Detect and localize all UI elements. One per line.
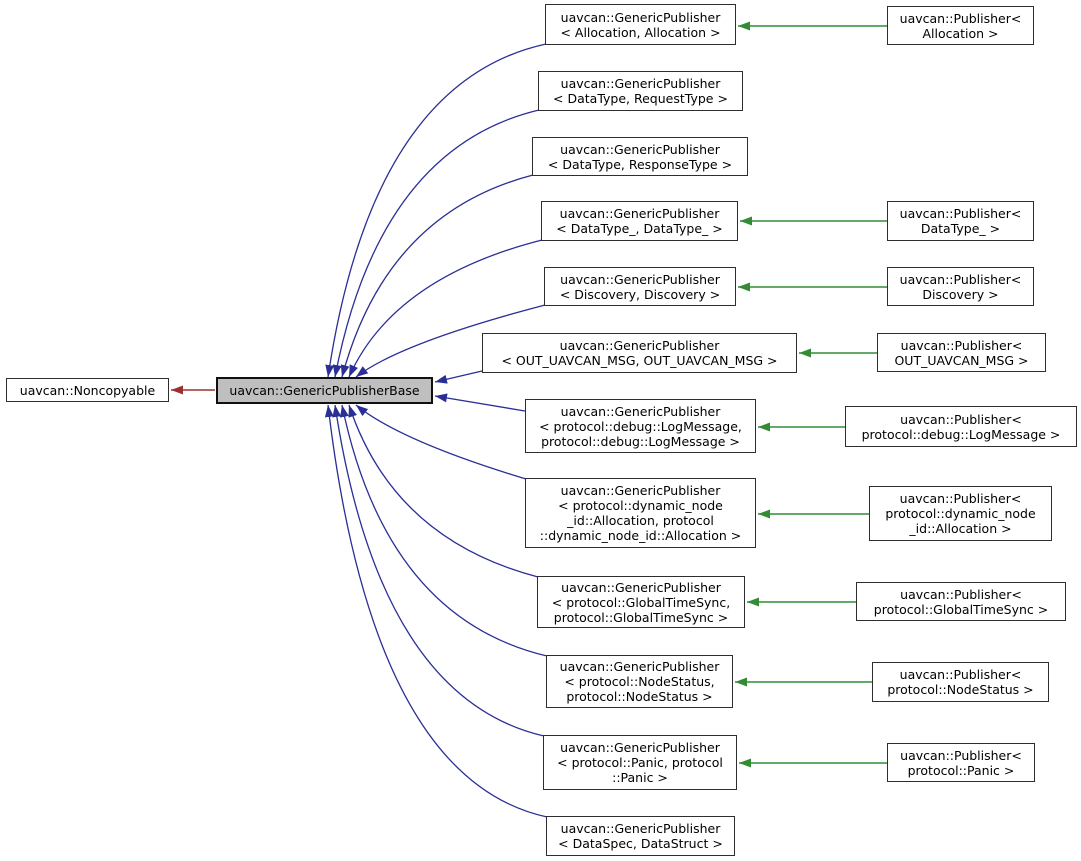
class-node-publisher-datatype_[interactable]: uavcan::Publisher<DataType_ >	[887, 201, 1034, 241]
inheritance-edge	[340, 174, 534, 378]
class-label-line: protocol::NodeStatus >	[566, 689, 713, 704]
class-label-line: < DataSpec, DataStruct >	[558, 836, 723, 851]
class-label-line: uavcan::Publisher<	[899, 491, 1022, 506]
class-node-genericpublisher-datatype-requesttype[interactable]: uavcan::GenericPublisher< DataType, Requ…	[538, 71, 743, 111]
class-node-publisher-logmessage[interactable]: uavcan::Publisher<protocol::debug::LogMe…	[845, 406, 1077, 447]
class-node-genericpublisher-datatype_[interactable]: uavcan::GenericPublisher< DataType_, Dat…	[541, 201, 738, 241]
class-label-line: _id::Allocation, protocol	[567, 513, 714, 528]
inheritance-edge	[348, 404, 539, 578]
class-label-line: uavcan::GenericPublisher	[560, 271, 720, 287]
class-node-genericpublisher-globaltimesync[interactable]: uavcan::GenericPublisher< protocol::Glob…	[537, 576, 745, 628]
class-label-line: Allocation >	[922, 25, 999, 41]
class-label-line: < protocol::Panic, protocol	[557, 755, 723, 770]
class-label-line: uavcan::Publisher<	[899, 206, 1022, 221]
class-label-line: uavcan::GenericPublisher	[560, 141, 720, 157]
inheritance-edge	[340, 404, 548, 657]
class-label-line: < protocol::debug::LogMessage,	[539, 418, 742, 434]
class-label-line: uavcan::Noncopyable	[19, 382, 156, 398]
class-node-publisher-out-uavcan-msg[interactable]: uavcan::Publisher<OUT_UAVCAN_MSG >	[877, 333, 1046, 372]
class-label-line: < DataType, ResponseType >	[547, 156, 733, 172]
class-label-line: uavcan::GenericPublisher	[560, 403, 721, 419]
class-label-line: protocol::debug::LogMessage >	[861, 426, 1061, 442]
class-label-line: < DataType_, DataType_ >	[556, 221, 723, 236]
class-node-noncopyable[interactable]: uavcan::Noncopyable	[6, 378, 169, 402]
class-label-line: OUT_UAVCAN_MSG >	[894, 352, 1029, 368]
class-label-line: < OUT_UAVCAN_MSG, OUT_UAVCAN_MSG >	[501, 353, 778, 368]
inheritance-edge	[348, 239, 543, 378]
class-node-genericpublisher-datatype-responsetype[interactable]: uavcan::GenericPublisher< DataType, Resp…	[532, 137, 748, 176]
class-node-publisher-nodestatus[interactable]: uavcan::Publisher<protocol::NodeStatus >	[872, 662, 1049, 702]
class-node-publisher-allocation[interactable]: uavcan::Publisher<Allocation >	[887, 6, 1034, 45]
class-label-line: uavcan::Publisher<	[899, 271, 1022, 287]
class-label-line: uavcan::GenericPublisherBase	[229, 383, 420, 398]
class-label-line: ::dynamic_node_id::Allocation >	[539, 528, 742, 543]
class-label-line: uavcan::GenericPublisher	[560, 76, 721, 91]
class-label-line: protocol::debug::LogMessage >	[541, 433, 740, 449]
class-label-line: uavcan::GenericPublisher	[560, 740, 720, 755]
class-label-line: < Allocation, Allocation >	[560, 24, 721, 40]
class-node-genericpublisher-discovery[interactable]: uavcan::GenericPublisher< Discovery, Dis…	[544, 267, 736, 306]
class-label-line: Discovery >	[922, 286, 999, 302]
class-label-line: uavcan::GenericPublisher	[559, 338, 720, 353]
class-label-line: uavcan::GenericPublisher	[560, 821, 721, 836]
class-label-line: < protocol::GlobalTimeSync,	[551, 594, 731, 610]
inheritance-edge	[434, 370, 483, 384]
class-label-line: < Discovery, Discovery >	[559, 286, 721, 302]
inheritance-edge	[355, 304, 546, 378]
class-label-line: protocol::GlobalTimeSync >	[553, 609, 729, 625]
inheritance-edge	[434, 393, 526, 412]
class-label-line: protocol::NodeStatus >	[887, 682, 1034, 697]
class-label-line: _id::Allocation >	[909, 521, 1012, 536]
class-node-publisher-dynamic-node-id-allocation[interactable]: uavcan::Publisher<protocol::dynamic_node…	[869, 486, 1052, 541]
class-label-line: uavcan::Publisher<	[899, 667, 1022, 682]
class-label-line: protocol::Panic >	[907, 762, 1015, 778]
class-node-genericpublisher-allocation[interactable]: uavcan::GenericPublisher< Allocation, Al…	[545, 4, 736, 45]
inheritance-edge	[324, 404, 548, 818]
class-label-line: uavcan::GenericPublisher	[560, 9, 721, 25]
class-label-line: protocol::dynamic_node	[885, 506, 1036, 521]
inheritance-edge	[355, 404, 527, 480]
class-label-line: uavcan::GenericPublisher	[559, 659, 720, 674]
class-node-publisher-discovery[interactable]: uavcan::Publisher<Discovery >	[887, 267, 1034, 306]
class-node-publisher-globaltimesync[interactable]: uavcan::Publisher<protocol::GlobalTimeSy…	[856, 582, 1066, 621]
class-node-genericpublisher-out-uavcan-msg[interactable]: uavcan::GenericPublisher< OUT_UAVCAN_MSG…	[482, 333, 797, 373]
class-node-genericpublisher-logmessage[interactable]: uavcan::GenericPublisher< protocol::debu…	[525, 399, 756, 453]
class-label-line: < DataType, RequestType >	[553, 91, 728, 106]
inheritance-edge	[332, 404, 545, 737]
class-label-line: uavcan::Publisher<	[899, 10, 1022, 26]
class-label-line: uavcan::Publisher<	[900, 747, 1022, 763]
class-node-publisher-panic[interactable]: uavcan::Publisher<protocol::Panic >	[887, 743, 1035, 782]
class-node-genericpublisher-dataspec-datastruct[interactable]: uavcan::GenericPublisher< DataSpec, Data…	[546, 816, 735, 856]
class-label-line: < protocol::NodeStatus,	[564, 674, 715, 689]
class-label-line: uavcan::Publisher<	[900, 411, 1022, 427]
inheritance-edge	[325, 43, 547, 378]
class-label-line: uavcan::GenericPublisher	[559, 206, 720, 221]
class-label-line: < protocol::dynamic_node	[558, 498, 723, 513]
class-node-genericpublisher-panic[interactable]: uavcan::GenericPublisher< protocol::Pani…	[543, 735, 737, 790]
inheritance-edge	[332, 109, 540, 378]
class-label-line: ::Panic >	[612, 770, 668, 785]
class-label-line: uavcan::GenericPublisher	[561, 579, 721, 595]
class-label-line: uavcan::Publisher<	[900, 337, 1023, 353]
class-label-line: uavcan::GenericPublisher	[560, 483, 721, 498]
class-label-line: protocol::GlobalTimeSync >	[873, 601, 1049, 617]
class-label-line: DataType_ >	[920, 221, 1001, 236]
class-node-genericpublisher-dynamic-node-id-allocation[interactable]: uavcan::GenericPublisher< protocol::dyna…	[525, 478, 756, 548]
class-node-genericpublisherbase: uavcan::GenericPublisherBase	[216, 377, 433, 404]
class-node-genericpublisher-nodestatus[interactable]: uavcan::GenericPublisher< protocol::Node…	[546, 655, 733, 708]
class-label-line: uavcan::Publisher<	[900, 586, 1022, 602]
